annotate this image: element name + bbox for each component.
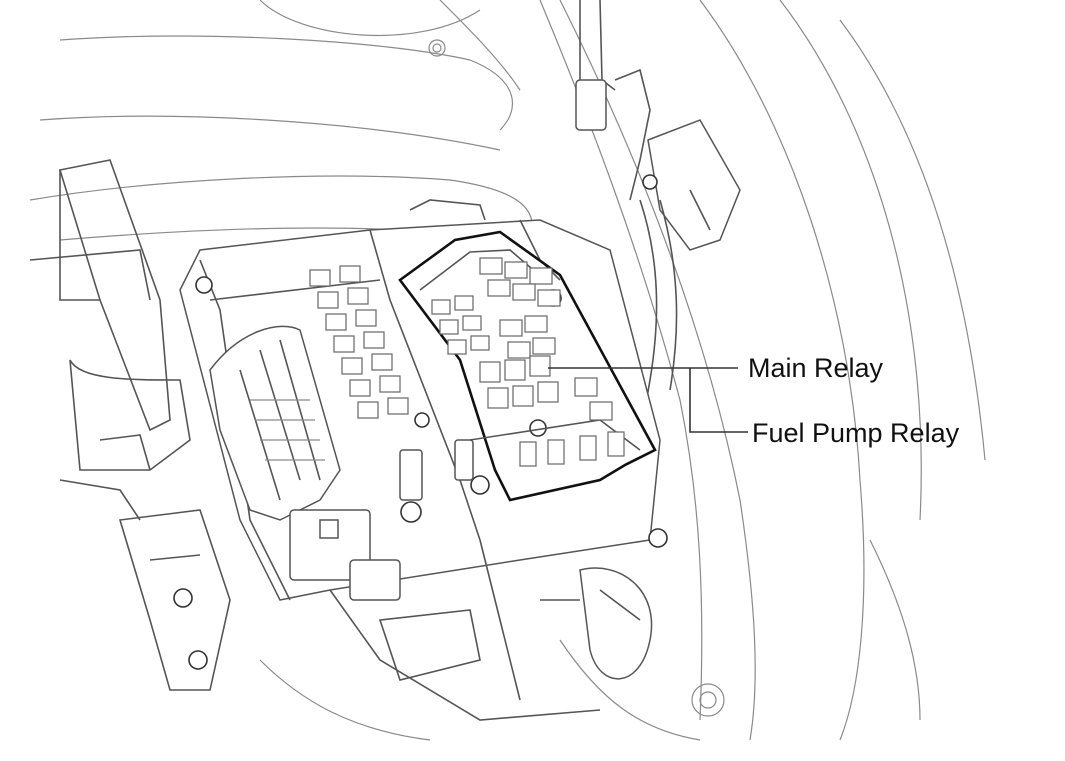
leader-lines (548, 367, 748, 433)
main-relay-label: Main Relay (748, 353, 884, 383)
relay-box (398, 230, 657, 502)
middle-fuse-row (309, 265, 474, 601)
left-frame (29, 159, 231, 691)
lower-housing (259, 539, 701, 741)
fuel-pump-relay-leader (689, 368, 748, 433)
fuel-pump-relay-label: Fuel Pump Relay (752, 418, 960, 448)
